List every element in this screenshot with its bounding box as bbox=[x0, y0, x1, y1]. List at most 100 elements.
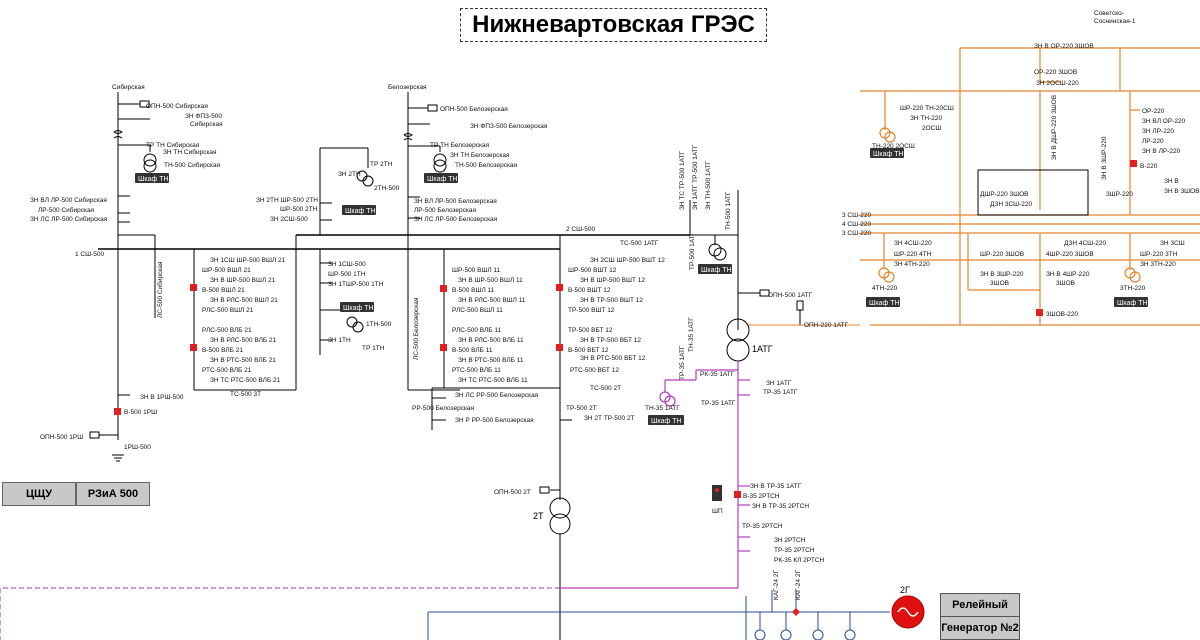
shov-zn-dshr: ЗН В ДШР-220 3ШОВ bbox=[1051, 95, 1058, 160]
sib-zn-fpz: ЗН ФПЗ-500 bbox=[185, 113, 222, 120]
c12-e: ЗН В ТР-500 ВШТ 12 bbox=[580, 297, 643, 304]
cell-11 bbox=[431, 249, 560, 430]
gen-bus bbox=[427, 590, 890, 640]
tn2-zn: ЗН 2ТН bbox=[338, 171, 361, 178]
cabinet-tn-3tn[interactable] bbox=[1114, 297, 1148, 307]
shov-shov2: 3ШОВ bbox=[1056, 280, 1075, 287]
c12-c: ЗН В ШР-500 ВШТ 12 bbox=[580, 277, 645, 284]
s35-rk: РК-35 КЛ 2РТСН bbox=[774, 557, 825, 564]
shov-dshr: ДШР-220 3ШОВ bbox=[980, 191, 1028, 198]
sib-lr: ЛР-500 Сибирская bbox=[38, 206, 95, 214]
shp-panel[interactable] bbox=[712, 485, 722, 501]
relay-panel-button[interactable]: Релейный щит bbox=[940, 593, 1020, 633]
c12-i: В-500 ВБТ 12 bbox=[568, 347, 609, 354]
atg-tn-atg: ЗН ТН-500 1АТГ bbox=[705, 161, 712, 210]
c21-e: ЗН В РЛС-500 ВШЛ 21 bbox=[210, 297, 278, 304]
tn2-tn: 2ТН-500 bbox=[374, 185, 400, 192]
breaker-v500-vsht12[interactable] bbox=[556, 284, 563, 291]
bel-tn: ТН-500 Белозерская bbox=[455, 162, 518, 169]
sov-name: Советско- bbox=[1094, 10, 1124, 17]
tn3-zn: ЗН 3СШ bbox=[1160, 240, 1185, 247]
c21-j: ЗН В РТС-500 ВЛБ 21 bbox=[210, 357, 276, 364]
cabinet-tn-4tn[interactable] bbox=[866, 297, 900, 307]
breaker-v35-2rtsn[interactable] bbox=[734, 491, 741, 498]
sov-zn-or: ЗН В ОР-220 3ШОВ bbox=[1034, 43, 1094, 50]
cabinet-tn-35[interactable] bbox=[648, 415, 684, 425]
c12-d: В-500 ВШТ 12 bbox=[568, 287, 611, 294]
shov-dzn: ДЗН 3СШ-220 bbox=[990, 201, 1032, 208]
sib-zn-tn: ЗН ТН Сибирская bbox=[163, 148, 217, 156]
t2-opn: ОПН-500 2Т bbox=[494, 489, 531, 496]
shov-220: 3ШОВ-220 bbox=[1046, 311, 1078, 318]
cabinet-tn-sib-label: Шкаф ТН bbox=[138, 176, 169, 183]
cabinet-tn-2osh[interactable] bbox=[870, 148, 904, 158]
tn2-shr: ШР-500 2ТН bbox=[280, 206, 318, 213]
sov-name2: Соснинская-1 bbox=[1094, 18, 1136, 25]
breaker-v500-vshl11[interactable] bbox=[440, 285, 447, 292]
generator-2-button[interactable]: Генератор №2 bbox=[940, 616, 1020, 640]
cabinet-tn-1tn[interactable] bbox=[340, 302, 374, 312]
line-sibirskaya bbox=[89, 92, 157, 462]
c11-d: ЗН В РЛС-500 ВШЛ 11 bbox=[458, 297, 526, 304]
breaker-v500-vbt12[interactable] bbox=[556, 344, 563, 351]
breaker-v220[interactable] bbox=[1130, 160, 1137, 167]
c12-a: ЗН 2СШ ШР-500 ВШТ 12 bbox=[590, 257, 665, 264]
gen-breaker[interactable] bbox=[792, 608, 800, 616]
rr-rr: РР-500 Белозерская bbox=[412, 405, 475, 412]
tn3-tn: 3ТН-220 bbox=[1120, 285, 1146, 292]
c11-g: ЗН В РЛС-500 ВЛБ 11 bbox=[458, 337, 524, 344]
sib-zn-ls: ЗН ЛС ЛР-500 Сибирская bbox=[30, 215, 108, 223]
cabinet-tn-bel[interactable] bbox=[424, 173, 458, 183]
c11-ls: ЛС-500 Белозерская bbox=[413, 297, 420, 360]
atg-tr: ТР-500 1АТГ bbox=[689, 231, 696, 270]
c11-e: РЛС-500 ВШЛ 11 bbox=[452, 307, 503, 314]
tn2-branch bbox=[319, 147, 374, 235]
c11-c: В-500 ВШЛ 11 bbox=[452, 287, 495, 294]
tn2-zn-shr: ЗН 2ТН ШР-500 2ТН bbox=[256, 197, 318, 204]
osh-shr: ШР-220 ТН-20СШ bbox=[900, 105, 954, 112]
rsh-1: 1РШ-500 bbox=[124, 444, 151, 451]
c11-a: ШР-500 ВШЛ 11 bbox=[452, 267, 501, 274]
c12-f: ТР-500 ВШТ 12 bbox=[568, 307, 615, 314]
cabinet-tn-sib[interactable] bbox=[135, 173, 169, 183]
breaker-v500-vlb21[interactable] bbox=[190, 344, 197, 351]
osh-zn: ЗН ТН-220 bbox=[910, 115, 942, 122]
sov-lr: ЛР-220 bbox=[1142, 138, 1164, 145]
bel-zn-fpz: ЗН ФПЗ-500 Белозерская bbox=[470, 123, 548, 130]
cabinet-tn-35-label: Шкаф ТН bbox=[651, 418, 682, 425]
c11-h: В-500 ВЛБ 11 bbox=[452, 347, 493, 354]
atg-tn35: ТН-35 1АТГ bbox=[688, 317, 695, 352]
c12-k: РТС-500 ВБТ 12 bbox=[570, 367, 619, 374]
atg-zn-ts: ЗН ТС ТР-500 1АТГ bbox=[679, 151, 686, 210]
sib-ls-vert: ЛС-500 Сибирская bbox=[156, 261, 164, 318]
tn1-shr: ШР-500 1ТН bbox=[328, 271, 366, 278]
c21-l: ЗН ТС РТС-500 ВЛБ 21 bbox=[210, 377, 281, 384]
atg-branch bbox=[620, 190, 804, 362]
s35-zn2: ЗН 2РТСН bbox=[774, 537, 806, 544]
osh-tn: ТН-220 2ОСШ bbox=[872, 143, 915, 150]
breaker-v500-vshl21[interactable] bbox=[190, 284, 197, 291]
c12-h: ЗН В ТР-500 ВБТ 12 bbox=[580, 337, 641, 344]
breaker-v500-1rsh[interactable] bbox=[114, 408, 121, 415]
c21-d: В-500 ВШЛ 21 bbox=[202, 287, 245, 294]
atg-tr35c: ТР-35 1АТГ bbox=[701, 400, 736, 407]
sov-zn-vl: ЗН ВЛ ОР-220 bbox=[1142, 118, 1186, 125]
cabinet-tn-4tn-label: Шкаф ТН bbox=[869, 300, 900, 307]
breaker-3shov-220[interactable] bbox=[1036, 309, 1043, 316]
tn1-zn: ЗН 1ТН bbox=[328, 337, 351, 344]
rza-500-button[interactable]: РЗиА 500 bbox=[76, 482, 150, 506]
c21-h: ЗН В РЛС-500 ВЛБ 21 bbox=[210, 337, 277, 344]
atg-zn1: ЗН 1АТГ bbox=[766, 380, 792, 387]
tn3-zn3: ЗН 3ТН-220 bbox=[1140, 261, 1176, 268]
c12-ts: ТС-500 2Т bbox=[590, 385, 621, 392]
tn4-zn4: ЗН 4ТН-220 bbox=[894, 261, 930, 268]
shov-shr: 3ШР-220 bbox=[1106, 191, 1133, 198]
sib-tn: ТН-500 Сибирская bbox=[164, 161, 221, 169]
cabinet-tn-atg[interactable] bbox=[698, 264, 732, 274]
cabinet-tn-2tn[interactable] bbox=[342, 205, 376, 215]
breaker-v500-vlb11[interactable] bbox=[440, 344, 447, 351]
cdu-button[interactable]: ЦЩУ bbox=[2, 482, 76, 506]
bus-2-label: 2 СШ-500 bbox=[566, 226, 595, 233]
tn4-tn: 4ТН-220 bbox=[872, 285, 898, 292]
atg-tn500: ТН-500 1АТГ bbox=[725, 191, 732, 230]
